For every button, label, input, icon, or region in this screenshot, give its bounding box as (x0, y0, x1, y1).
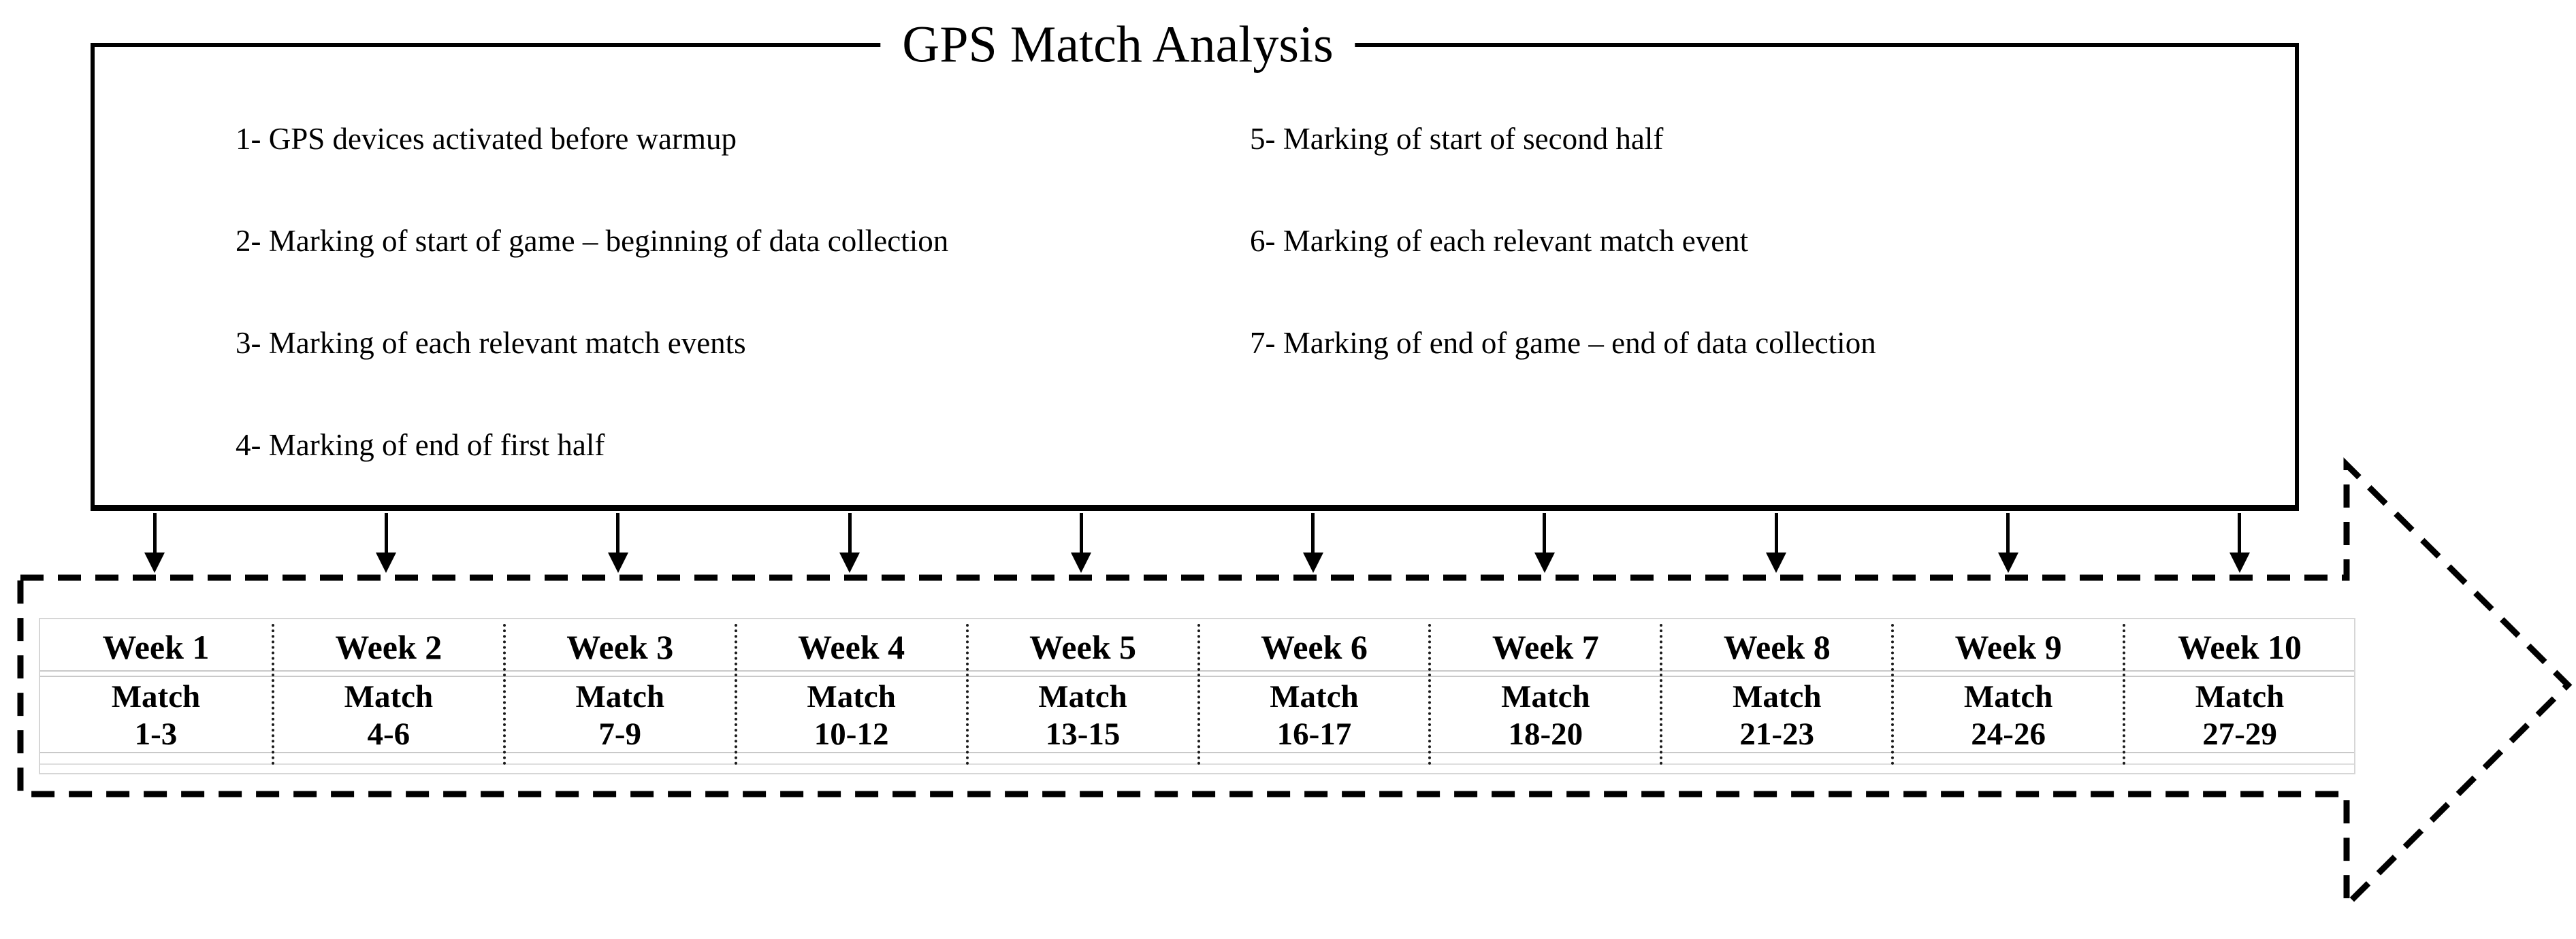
match-label: Match (2195, 679, 2285, 714)
step-item-3: 3- Marking of each relevant match events (236, 326, 746, 360)
week-match-cell: Match 1-3 (40, 678, 272, 753)
match-range: 7-9 (598, 716, 642, 752)
week-match-cell: Match 4-6 (274, 678, 503, 753)
match-range: 13-15 (1045, 716, 1121, 752)
week-column: Week 9 Match 24-26 (1891, 624, 2123, 765)
down-arrow (1543, 513, 1547, 553)
week-match-cell: Match 18-20 (1431, 678, 1660, 753)
match-range: 21-23 (1739, 716, 1815, 752)
step-item-4: 4- Marking of end of first half (236, 428, 605, 462)
match-label: Match (1732, 679, 1822, 714)
week-match-cell: Match 21-23 (1662, 678, 1891, 753)
week-label: Week 2 (335, 628, 442, 666)
week-match-cell: Match 13-15 (969, 678, 1197, 753)
down-arrow (2238, 513, 2242, 553)
gps-analysis-box (91, 43, 2299, 511)
down-arrow (848, 513, 852, 553)
week-column: Week 2 Match 4-6 (271, 624, 503, 765)
step-item-7: 7- Marking of end of game – end of data … (1250, 326, 1876, 360)
step-item-2: 2- Marking of start of game – beginning … (236, 224, 949, 258)
match-range: 4-6 (367, 716, 410, 752)
match-label: Match (1501, 679, 1590, 714)
week-label: Week 8 (1723, 628, 1831, 666)
match-label: Match (1963, 679, 2053, 714)
match-label: Match (807, 679, 896, 714)
match-label: Match (1270, 679, 1359, 714)
week-label: Week 1 (102, 628, 210, 666)
match-label: Match (1038, 679, 1127, 714)
match-range: 10-12 (814, 716, 889, 752)
down-arrow (616, 513, 620, 553)
week-column: Week 3 Match 7-9 (502, 624, 735, 765)
week-match-cell: Match 27-29 (2125, 678, 2354, 753)
week-column: Week 1 Match 1-3 (40, 624, 272, 765)
match-range: 24-26 (1971, 716, 2046, 752)
week-label: Week 7 (1492, 628, 1599, 666)
week-label: Week 5 (1029, 628, 1136, 666)
week-column: Week 4 Match 10-12 (734, 624, 966, 765)
match-label: Match (575, 679, 664, 714)
week-column: Week 10 Match 27-29 (2123, 624, 2354, 765)
week-column: Week 5 Match 13-15 (965, 624, 1197, 765)
week-label: Week 6 (1260, 628, 1368, 666)
down-arrow (1079, 513, 1083, 553)
week-match-cell: Match 10-12 (737, 678, 966, 753)
week-match-cell: Match 16-17 (1200, 678, 1429, 753)
week-match-cell: Match 7-9 (506, 678, 735, 753)
match-label: Match (111, 679, 201, 714)
match-range: 16-17 (1276, 716, 1352, 752)
down-arrow (2006, 513, 2010, 553)
timeline-table: Week 1 Match 1-3 Week 2 Match 4-6 Week 3… (39, 618, 2355, 774)
down-arrow (1774, 513, 1778, 553)
week-label: Week 4 (798, 628, 905, 666)
match-range: 1-3 (134, 716, 178, 752)
week-column: Week 6 Match 16-17 (1197, 624, 1429, 765)
box-title: GPS Match Analysis (880, 15, 1355, 75)
step-item-1: 1- GPS devices activated before warmup (236, 122, 737, 156)
down-arrow (1311, 513, 1315, 553)
step-item-5: 5- Marking of start of second half (1250, 122, 1664, 156)
week-label: Week 3 (566, 628, 674, 666)
week-column: Week 7 Match 18-20 (1428, 624, 1660, 765)
match-label: Match (344, 679, 434, 714)
match-range: 18-20 (1508, 716, 1583, 752)
week-label: Week 9 (1954, 628, 2062, 666)
step-item-6: 6- Marking of each relevant match event (1250, 224, 1749, 258)
week-match-cell: Match 24-26 (1894, 678, 2123, 753)
down-arrow (384, 513, 388, 553)
down-arrow (152, 513, 157, 553)
week-label: Week 10 (2178, 628, 2302, 666)
match-range: 27-29 (2202, 716, 2277, 752)
week-column: Week 8 Match 21-23 (1660, 624, 1891, 765)
